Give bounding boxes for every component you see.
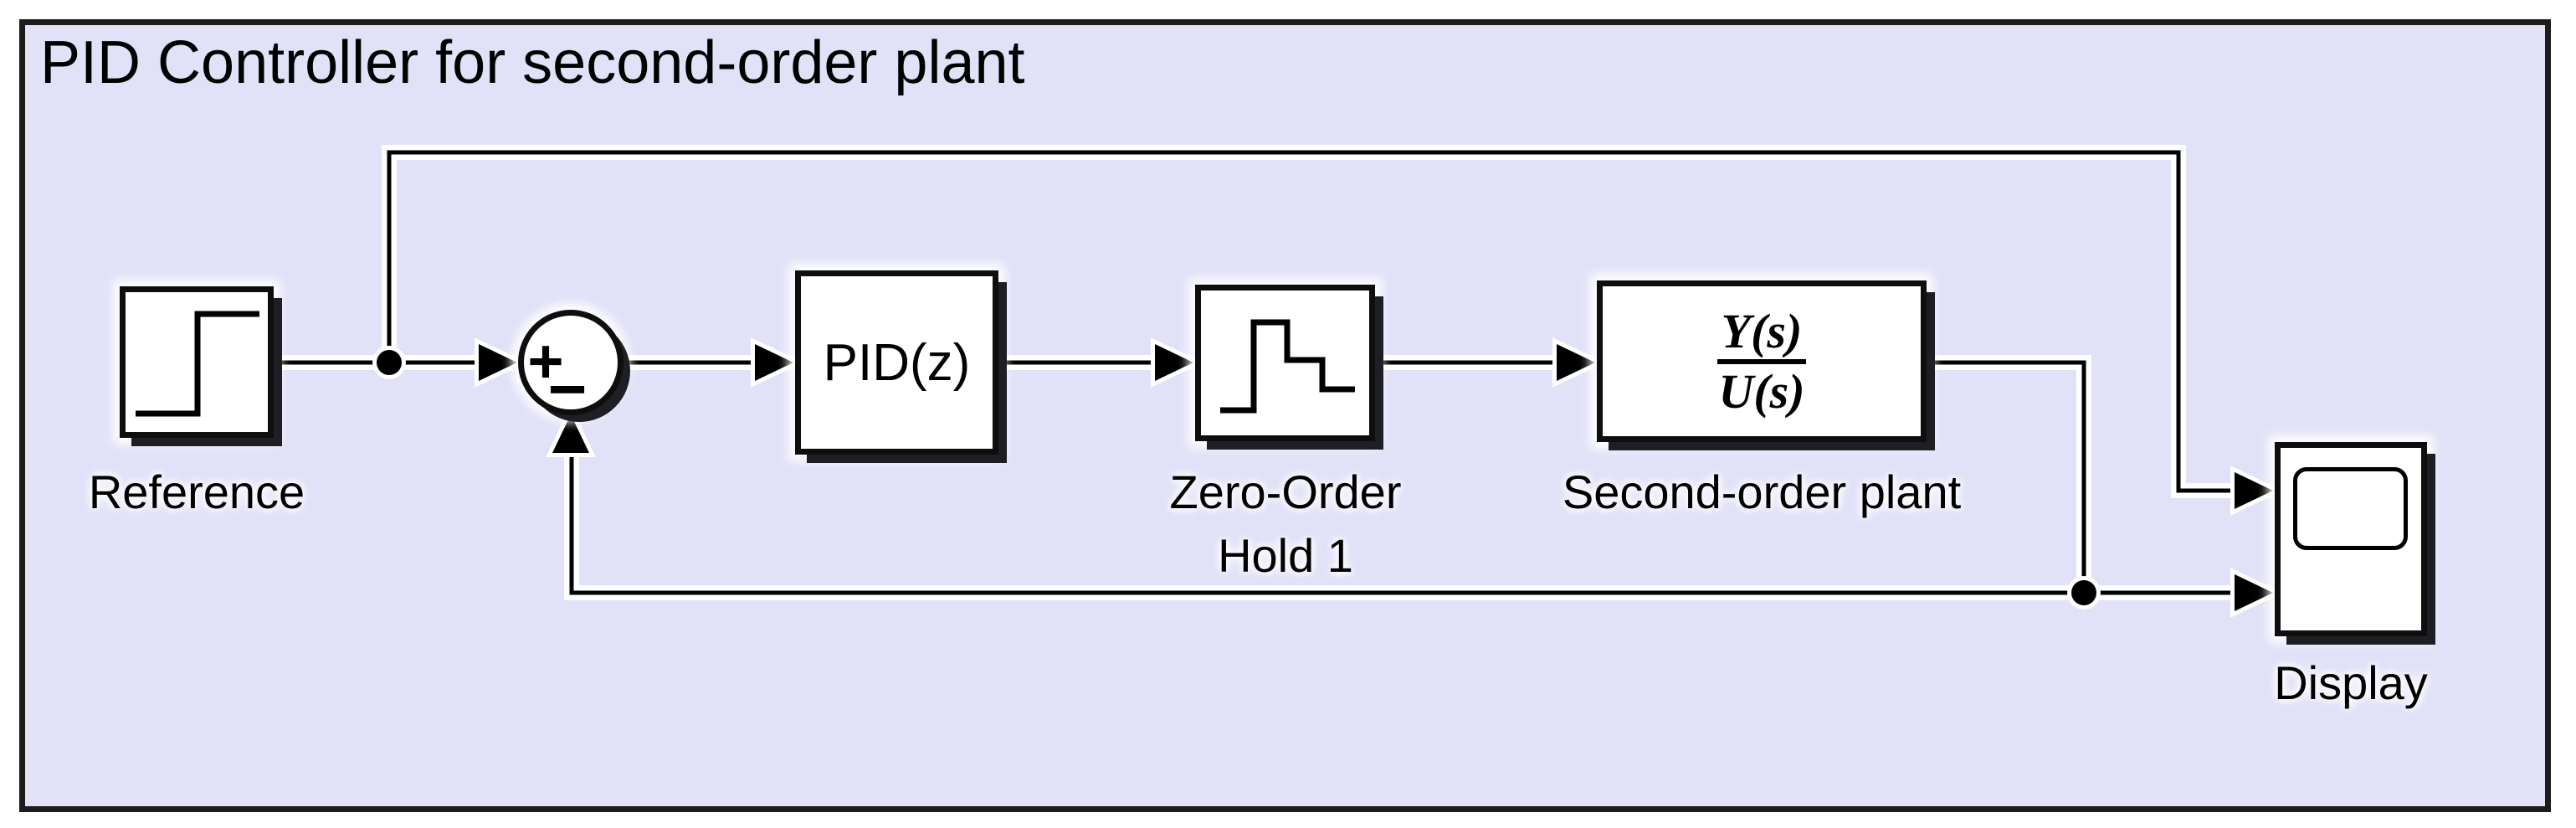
arrowhead-into-sum-left [475,337,527,388]
diagram-title: PID Controller for second-order plant [40,29,1025,96]
reference-label: Reference [88,465,305,518]
display-block[interactable] [2275,442,2427,636]
transfer-function: Y(s) U(s) [1716,306,1807,419]
arrowhead-into-sum-bottom [546,404,596,457]
zero-order-hold-label-line1: Zero-Order [1169,465,1402,518]
reference-block[interactable] [120,286,274,438]
arrowhead-into-zoh [1151,337,1203,388]
arrowhead-into-display-lower [2230,568,2283,618]
display-label: Display [2274,656,2428,709]
pid-controller-block[interactable]: PID(z) [795,270,998,455]
second-order-plant-block[interactable]: Y(s) U(s) [1597,280,1927,442]
step-signal-icon [136,311,259,417]
sum-junction[interactable]: + − [518,310,623,423]
zero-order-hold-label-line2: Hold 1 [1218,529,1353,582]
scope-screen-icon [2293,467,2408,550]
staircase-signal-icon [1220,319,1355,414]
zero-order-hold-label: Zero-Order Hold 1 [951,460,1620,588]
transfer-function-denominator: U(s) [1718,363,1805,419]
arrowhead-into-plant [1552,337,1605,388]
zero-order-hold-block[interactable] [1195,285,1375,441]
arrowhead-into-pid [751,337,803,388]
transfer-function-numerator: Y(s) [1716,306,1807,364]
arrowhead-into-display-upper [2230,465,2283,516]
pid-block-label: PID(z) [823,333,971,392]
branch-dot-plant-output [2067,576,2101,609]
second-order-plant-label: Second-order plant [1562,465,1962,518]
branch-dot-reference [372,346,406,379]
